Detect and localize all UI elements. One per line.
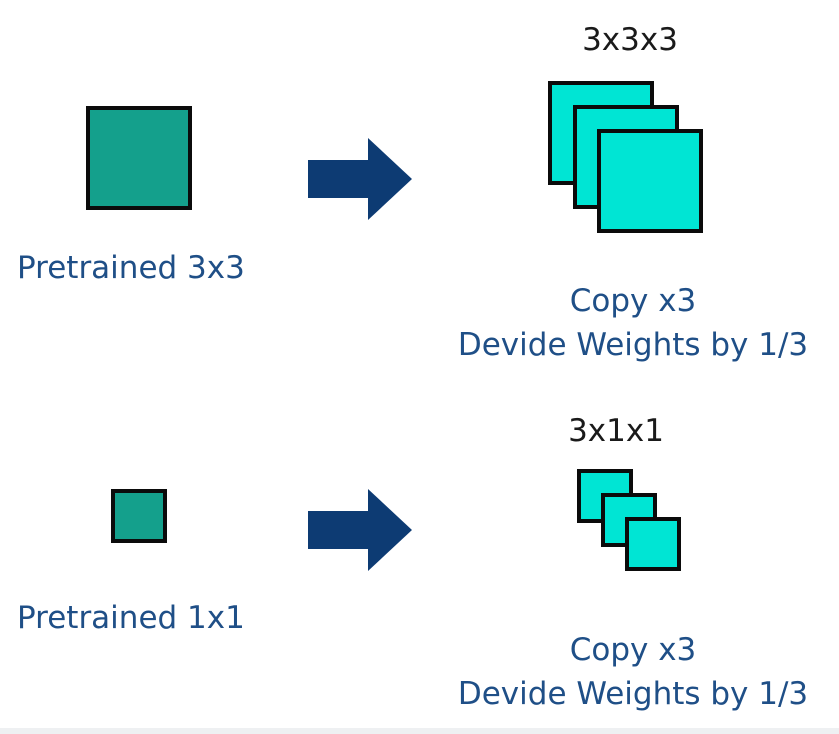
inflated-kernel-slice-3: [597, 129, 703, 233]
inflated-1x1-slice-3: [625, 517, 681, 571]
row1-source-label: Pretrained 3x3: [17, 250, 245, 286]
row2-shape-header: 3x1x1: [568, 413, 664, 449]
row2-note-divide: Devide Weights by 1/3: [457, 676, 809, 712]
row2-source-label: Pretrained 1x1: [17, 600, 245, 636]
row1-note-divide: Devide Weights by 1/3: [457, 327, 809, 363]
row1-note-copy: Copy x3: [569, 283, 697, 319]
arrow-right-icon: [308, 138, 412, 220]
arrow-right-icon: [308, 489, 412, 571]
row1-shape-header: 3x3x3: [582, 22, 678, 58]
row2-note-copy: Copy x3: [569, 632, 697, 668]
bottom-border: [0, 728, 839, 734]
pretrained-1x1-kernel: [111, 489, 167, 543]
pretrained-3x3-kernel: [86, 106, 192, 210]
